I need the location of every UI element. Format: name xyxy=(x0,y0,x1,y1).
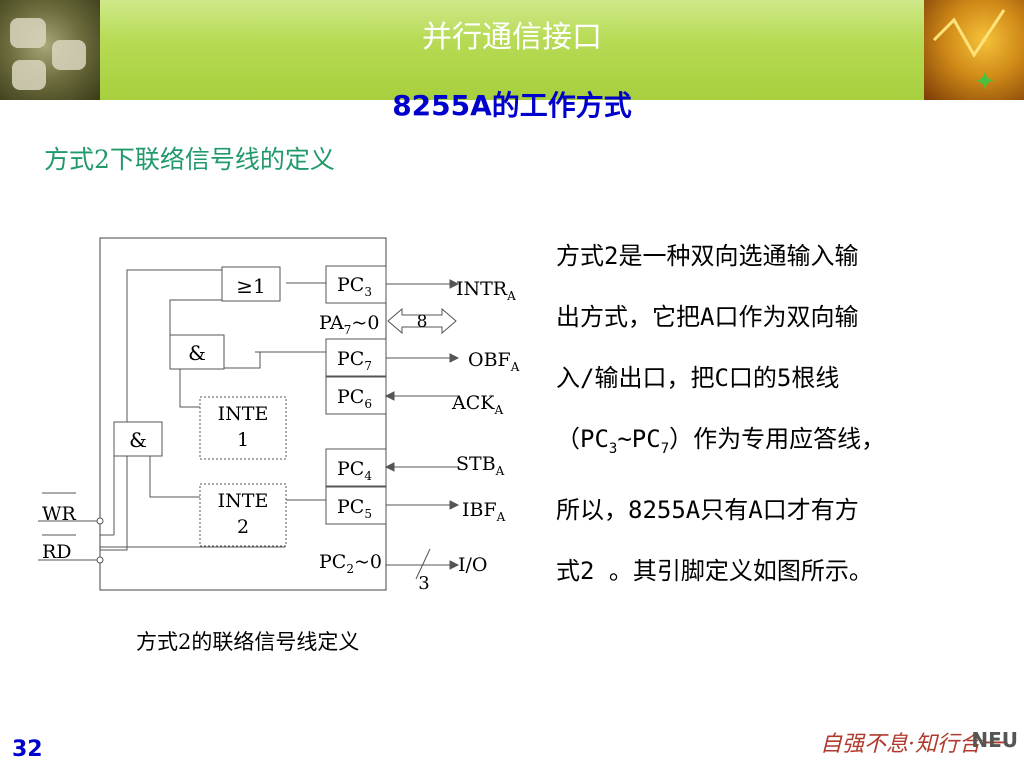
and-gate-1-label: & xyxy=(188,341,206,365)
intr-label: INTRA xyxy=(456,278,516,303)
pc-bus-width: 3 xyxy=(418,573,429,594)
pc7-pin-box xyxy=(325,338,387,377)
rd-pin xyxy=(96,556,104,564)
chart-image: ✦ xyxy=(924,0,1024,100)
description-text: 方式2是一种双向选通输入输 出方式，它把A口作为双向输 入/输出口，把C口的5根… xyxy=(556,226,1006,602)
pc4-label: PC4 xyxy=(337,458,372,483)
pc-bus-label: PC2~0 xyxy=(319,551,382,576)
stb-label: STBA xyxy=(456,453,505,478)
pc6-label: PC6 xyxy=(337,386,372,411)
header-bar: 并行通信接口 ✦ xyxy=(0,0,1024,100)
pa-bus-label: PA7~0 xyxy=(319,312,379,337)
keyboard-image xyxy=(0,0,100,100)
or-gate xyxy=(221,266,281,302)
section-heading: 方式2下联络信号线的定义 xyxy=(44,145,335,174)
slide-subtitle: 8255A的工作方式 xyxy=(392,89,632,122)
inte1-label-line1: INTE xyxy=(218,403,269,425)
io-label: I/O xyxy=(458,554,487,576)
inte2-label-line1: INTE xyxy=(218,490,269,512)
wr-pin xyxy=(96,517,104,525)
university-logo: 自强不息·知行合一 NEU xyxy=(820,718,1018,764)
and-gate-2-label: & xyxy=(129,428,147,452)
inte1-latch xyxy=(199,396,287,460)
pc3-label: PC3 xyxy=(337,274,372,299)
svg-text:✦: ✦ xyxy=(974,67,996,97)
pc4-pin-box xyxy=(325,448,387,487)
slide-title: 并行通信接口 xyxy=(422,20,602,55)
ibf-label: IBFA xyxy=(462,499,506,524)
ack-label: ACKA xyxy=(451,392,503,417)
description-line: 出方式，它把A口作为双向输 xyxy=(556,303,859,331)
or-gate-label: ≥1 xyxy=(236,274,265,298)
pa-bus-width: 8 xyxy=(417,312,428,332)
description-line: （PC3~PC7）作为专用应答线， xyxy=(556,425,886,457)
wr-label: WR xyxy=(42,503,77,525)
pc7-label: PC7 xyxy=(337,348,372,373)
bidirectional-bus-arrow xyxy=(387,307,457,335)
logo-motto: 自强不息·知行合一 xyxy=(820,732,1003,757)
description-line: 式2 。其引脚定义如图所示。 xyxy=(556,556,873,585)
inte2-label-line2: 2 xyxy=(237,516,249,538)
and-gate-2 xyxy=(113,421,163,457)
obf-label: OBFA xyxy=(468,349,520,374)
rd-label: RD xyxy=(42,541,72,563)
and-gate-1 xyxy=(169,334,225,370)
pc5-label: PC5 xyxy=(337,496,372,521)
description-line: 方式2是一种双向选通输入输 xyxy=(556,242,859,270)
pc3-pin-box xyxy=(325,265,387,304)
description-line: 入/输出口，把C口的5根线 xyxy=(556,364,840,392)
page-number: 32 xyxy=(12,737,43,762)
pc5-pin-box xyxy=(325,486,387,525)
inte2-latch xyxy=(199,483,287,547)
inte1-label-line2: 1 xyxy=(237,429,249,451)
diagram-caption: 方式2的联络信号线定义 xyxy=(136,630,360,654)
logo-abbr: NEU xyxy=(971,728,1018,752)
description-line: 所以，8255A只有A口才有方 xyxy=(556,495,859,524)
mode2-signal-diagram: ≥1 & & INTE 1 INTE 2 PC3 PC7 PC6 PC4 PC5… xyxy=(30,225,550,665)
